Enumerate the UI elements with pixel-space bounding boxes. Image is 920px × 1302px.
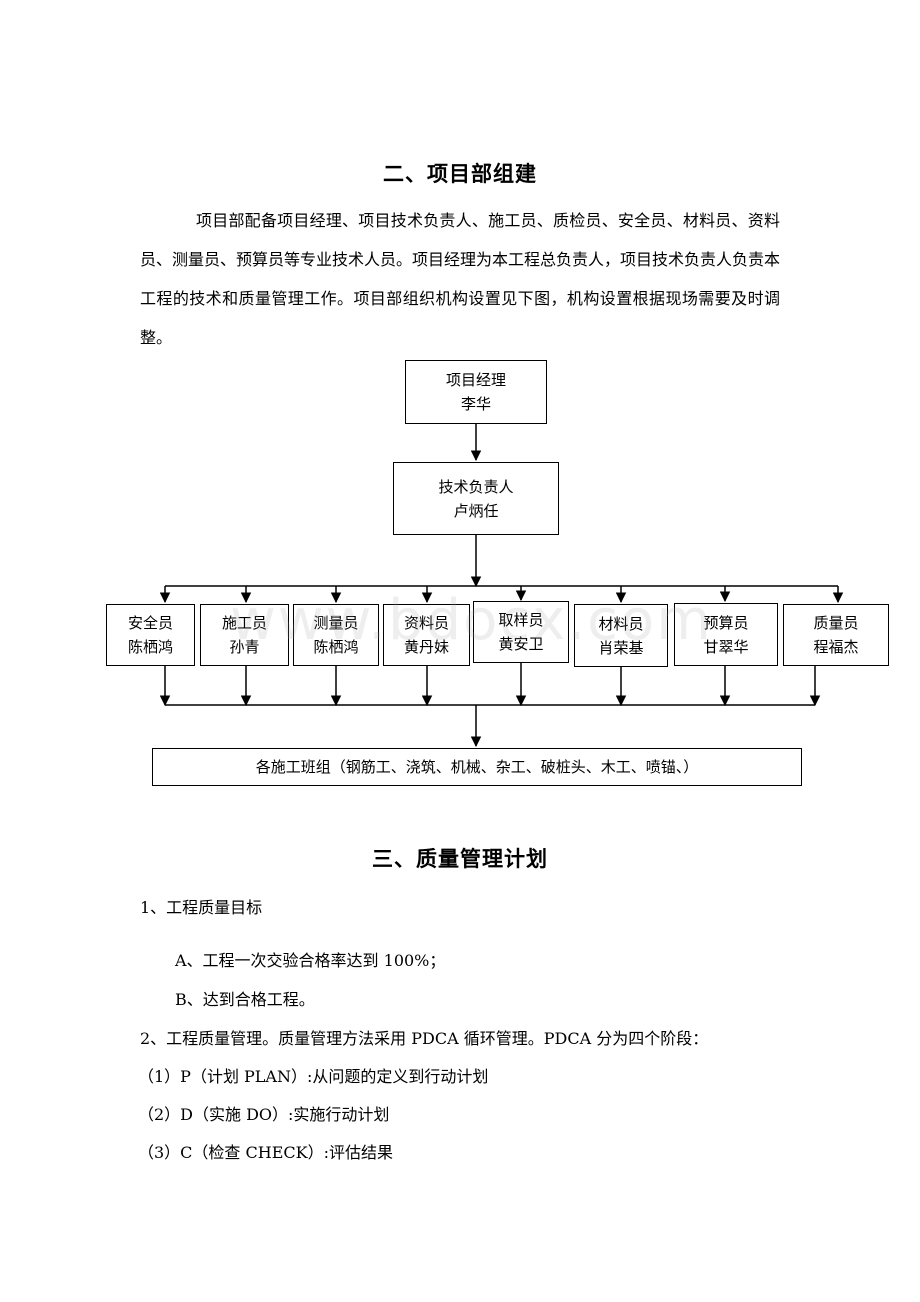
org-box-teams: 各施工班组（钢筋工、浇筑、机械、杂工、破桩头、木工、喷锚、） (152, 748, 802, 786)
staff-role: 资料员 (403, 614, 449, 632)
tech-lead-role: 技术负责人 (438, 477, 514, 496)
item-1-quality-goal: 1、工程质量目标 (140, 898, 263, 917)
org-box-staff-5: 取样员 黄安卫 (473, 601, 569, 663)
org-box-staff-4: 资料员 黄丹妹 (383, 604, 470, 666)
manager-role: 项目经理 (445, 371, 506, 389)
section-2-paragraph: 项目部配备项目经理、项目技术负责人、施工员、质检员、安全员、材料员、资料员、测量… (140, 211, 781, 347)
org-box-staff-2: 施工员 孙青 (200, 604, 289, 666)
org-box-staff-8: 质量员 程福杰 (783, 604, 889, 666)
staff-role: 施工员 (221, 614, 267, 632)
staff-name: 黄安卫 (498, 635, 544, 653)
staff-name: 陈栖鸿 (127, 638, 173, 656)
org-box-staff-3: 测量员 陈栖鸿 (293, 604, 379, 666)
pdca-plan: （1）P（计划 PLAN）:从问题的定义到行动计划 (138, 1067, 489, 1086)
staff-role: 取样员 (498, 611, 544, 629)
staff-name: 肖荣基 (598, 638, 644, 657)
item-1b: B、达到合格工程。 (175, 990, 315, 1009)
manager-name: 李华 (460, 395, 491, 413)
item-2-pdca: 2、工程质量管理。质量管理方法采用 PDCA 循环管理。PDCA 分为四个阶段： (140, 1029, 709, 1048)
tech-lead-name: 卢炳任 (453, 501, 499, 520)
item-1a: A、工程一次交验合格率达到 100%； (175, 951, 446, 970)
section-3-title: 三、质量管理计划 (372, 847, 548, 871)
staff-name: 陈栖鸿 (313, 638, 359, 656)
teams-label: 各施工班组（钢筋工、浇筑、机械、杂工、破桩头、木工、喷锚、） (255, 758, 699, 776)
staff-name: 甘翠华 (703, 637, 749, 656)
pdca-check: （3）C（检查 CHECK）:评估结果 (138, 1143, 393, 1162)
staff-role: 预算员 (703, 613, 749, 632)
staff-name: 程福杰 (813, 638, 859, 656)
staff-name: 黄丹妹 (403, 638, 449, 656)
staff-role: 质量员 (813, 614, 859, 632)
org-box-staff-7: 预算员 甘翠华 (674, 603, 778, 666)
org-box-tech-lead: 技术负责人 卢炳任 (393, 462, 559, 535)
staff-name: 孙青 (229, 638, 260, 656)
org-box-manager: 项目经理 李华 (405, 360, 547, 424)
pdca-do: （2）D（实施 DO）:实施行动计划 (138, 1105, 390, 1124)
org-box-staff-6: 材料员 肖荣基 (574, 604, 668, 667)
staff-role: 安全员 (127, 614, 173, 632)
staff-role: 测量员 (313, 614, 359, 632)
org-box-staff-1: 安全员 陈栖鸿 (106, 604, 195, 666)
section-2-title: 二、项目部组建 (383, 162, 537, 186)
staff-role: 材料员 (598, 614, 644, 633)
